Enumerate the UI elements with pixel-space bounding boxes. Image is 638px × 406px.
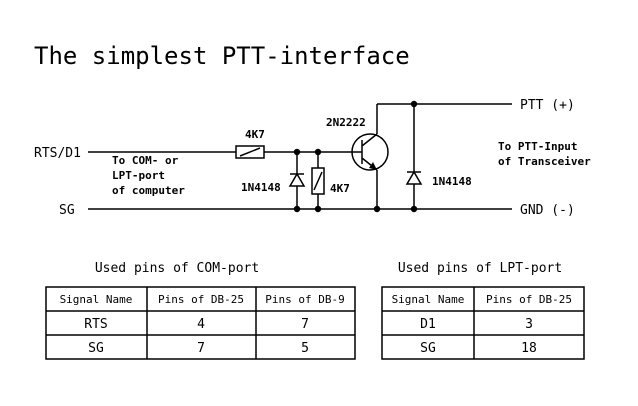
lpt-cell: 18 [521, 341, 537, 356]
page-title: The simplest PTT-interface [34, 42, 410, 70]
note-computer-line: of computer [112, 184, 185, 197]
junction-dot [410, 100, 418, 108]
com-header-cell: Signal Name [60, 293, 133, 306]
com-cell: RTS [84, 317, 107, 332]
transistor [351, 103, 512, 209]
lpt-table: Used pins of LPT-port Signal Name Pins o… [381, 261, 585, 360]
note-computer-line: LPT-port [112, 169, 165, 182]
note-transceiver-line: of Transceiver [498, 155, 591, 168]
lpt-cell: 3 [525, 317, 533, 332]
diode-right-label: 1N4148 [432, 175, 472, 188]
diode-left-label: 1N4148 [241, 181, 281, 194]
com-table: Used pins of COM-port Signal Name Pins o… [45, 261, 356, 360]
junction-dot [314, 205, 322, 213]
com-cell: 7 [197, 341, 205, 356]
diode-right [405, 104, 423, 209]
lpt-header-cell: Signal Name [392, 293, 465, 306]
circuit: RTS/D1 SG PTT (+) GND (-) 4K7 4K7 2N2222… [34, 98, 591, 218]
junction-dot [314, 148, 322, 156]
junction-dot [373, 205, 381, 213]
resistor-shunt-label: 4K7 [330, 182, 350, 195]
com-header-cell: Pins of DB-25 [158, 293, 244, 306]
com-cell: 7 [301, 317, 309, 332]
lpt-table-caption: Used pins of LPT-port [398, 261, 562, 276]
junction-dot [293, 205, 301, 213]
com-cell: SG [88, 341, 104, 356]
resistor-series-label: 4K7 [245, 128, 265, 141]
transistor-label: 2N2222 [326, 116, 366, 129]
diode-left [288, 152, 306, 209]
junction-dot [293, 148, 301, 156]
com-cell: 5 [301, 341, 309, 356]
gnd-label: GND (-) [520, 203, 575, 218]
note-transceiver-line: To PTT-Input [498, 140, 577, 153]
note-computer-line: To COM- or [112, 154, 179, 167]
ptt-label: PTT (+) [520, 98, 575, 113]
com-cell: 4 [197, 317, 205, 332]
lpt-cell: SG [420, 341, 436, 356]
ground-label: SG [59, 203, 75, 218]
junction-dot [410, 205, 418, 213]
com-table-caption: Used pins of COM-port [95, 261, 259, 276]
resistor-shunt [311, 152, 325, 209]
com-header-cell: Pins of DB-9 [265, 293, 344, 306]
lpt-cell: D1 [420, 317, 436, 332]
lpt-header-cell: Pins of DB-25 [486, 293, 572, 306]
input-label: RTS/D1 [34, 146, 81, 161]
